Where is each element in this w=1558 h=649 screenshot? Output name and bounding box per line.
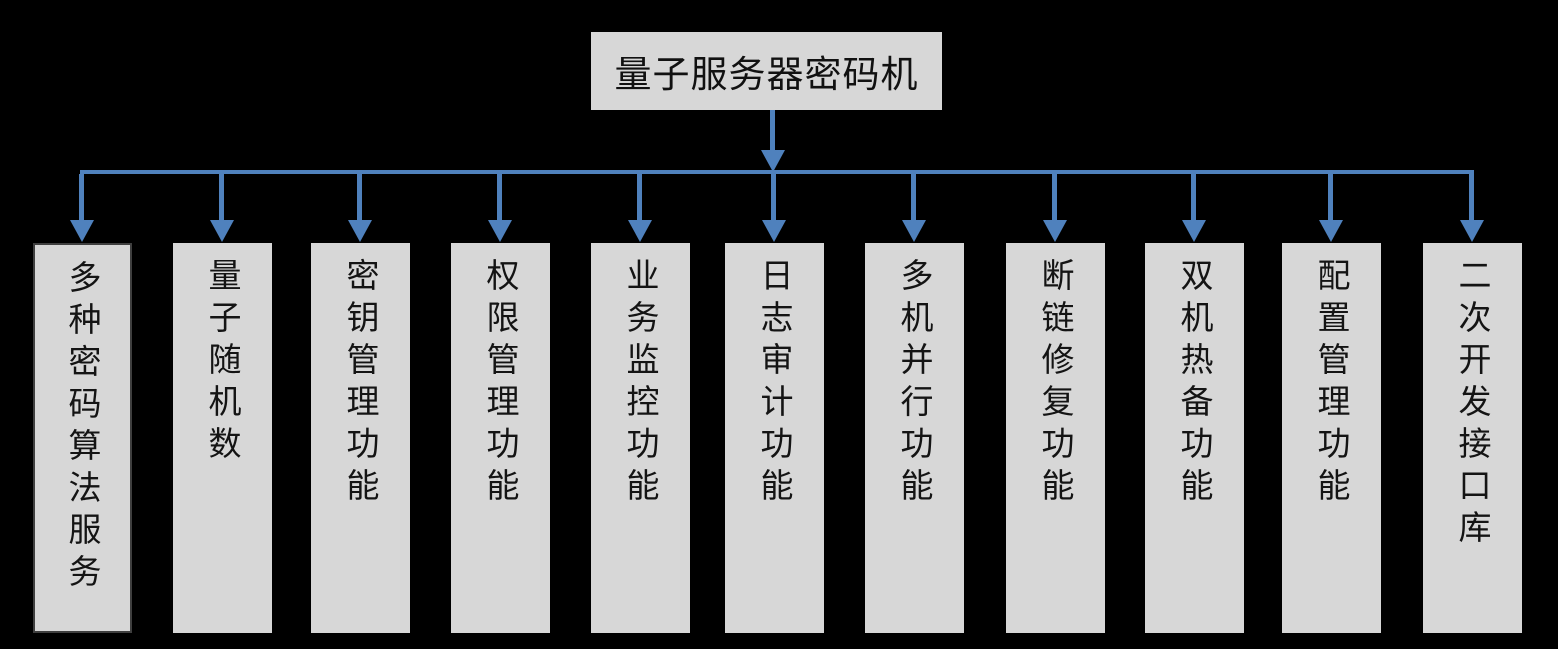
node-multi-crypto-algorithm-services: 多种密码算法服务 [33, 243, 132, 633]
node-label: 日志审计功能 [755, 258, 794, 510]
arrow-shaft [770, 110, 775, 151]
node-label: 量子随机数 [203, 258, 242, 468]
arrow-head [1460, 220, 1484, 242]
node-log-audit: 日志审计功能 [725, 243, 824, 633]
arrow-shaft [1191, 174, 1196, 221]
node-label: 双机热备功能 [1175, 258, 1214, 510]
node-quantum-random-number: 量子随机数 [173, 243, 272, 633]
node-secondary-development-api-library: 二次开发接口库 [1423, 243, 1522, 633]
arrow-down-icon [1319, 174, 1343, 242]
node-multi-machine-parallel: 多机并行功能 [865, 243, 964, 633]
node-key-management: 密钥管理功能 [311, 243, 410, 633]
arrow-shaft [497, 174, 502, 221]
arrow-down-icon [1182, 174, 1206, 242]
arrow-shaft [1328, 174, 1333, 221]
arrow-shaft [771, 174, 776, 221]
arrow-shaft [79, 174, 84, 221]
arrow-shaft [637, 174, 642, 221]
arrow-shaft [1052, 174, 1057, 221]
node-business-monitoring: 业务监控功能 [591, 243, 690, 633]
node-label: 断链修复功能 [1036, 258, 1075, 510]
node-label: 二次开发接口库 [1453, 258, 1492, 552]
arrow-head [761, 150, 785, 172]
arrow-down-icon [762, 174, 786, 242]
arrow-head [70, 220, 94, 242]
arrow-down-icon [1460, 174, 1484, 242]
node-quantum-server-crypto-machine: 量子服务器密码机 [591, 32, 942, 110]
node-label: 密钥管理功能 [341, 258, 380, 510]
arrow-shaft [357, 174, 362, 221]
node-broken-link-repair: 断链修复功能 [1006, 243, 1105, 633]
arrow-down-icon [628, 174, 652, 242]
arrow-head [210, 220, 234, 242]
arrow-head [628, 220, 652, 242]
arrow-down-icon [70, 174, 94, 242]
node-label: 多机并行功能 [895, 258, 934, 510]
node-label: 配置管理功能 [1312, 258, 1351, 510]
node-dual-machine-hot-standby: 双机热备功能 [1145, 243, 1244, 633]
arrow-head [348, 220, 372, 242]
arrow-head [1319, 220, 1343, 242]
arrow-down-icon [210, 174, 234, 242]
arrow-shaft [219, 174, 224, 221]
arrow-down-icon [761, 110, 785, 172]
arrow-head [488, 220, 512, 242]
node-configuration-management: 配置管理功能 [1282, 243, 1381, 633]
arrow-shaft [911, 174, 916, 221]
arrow-head [902, 220, 926, 242]
arrow-head [762, 220, 786, 242]
arrow-down-icon [1043, 174, 1067, 242]
connector-trunk-line [80, 170, 1474, 174]
node-label: 业务监控功能 [621, 258, 660, 510]
root-node-label: 量子服务器密码机 [614, 53, 919, 96]
arrow-shaft [1469, 174, 1474, 221]
node-permission-management: 权限管理功能 [451, 243, 550, 633]
node-label: 权限管理功能 [481, 258, 520, 510]
arrow-head [1043, 220, 1067, 242]
arrow-head [1182, 220, 1206, 242]
arrow-down-icon [348, 174, 372, 242]
node-label: 多种密码算法服务 [63, 260, 102, 596]
arrow-down-icon [488, 174, 512, 242]
arrow-down-icon [902, 174, 926, 242]
